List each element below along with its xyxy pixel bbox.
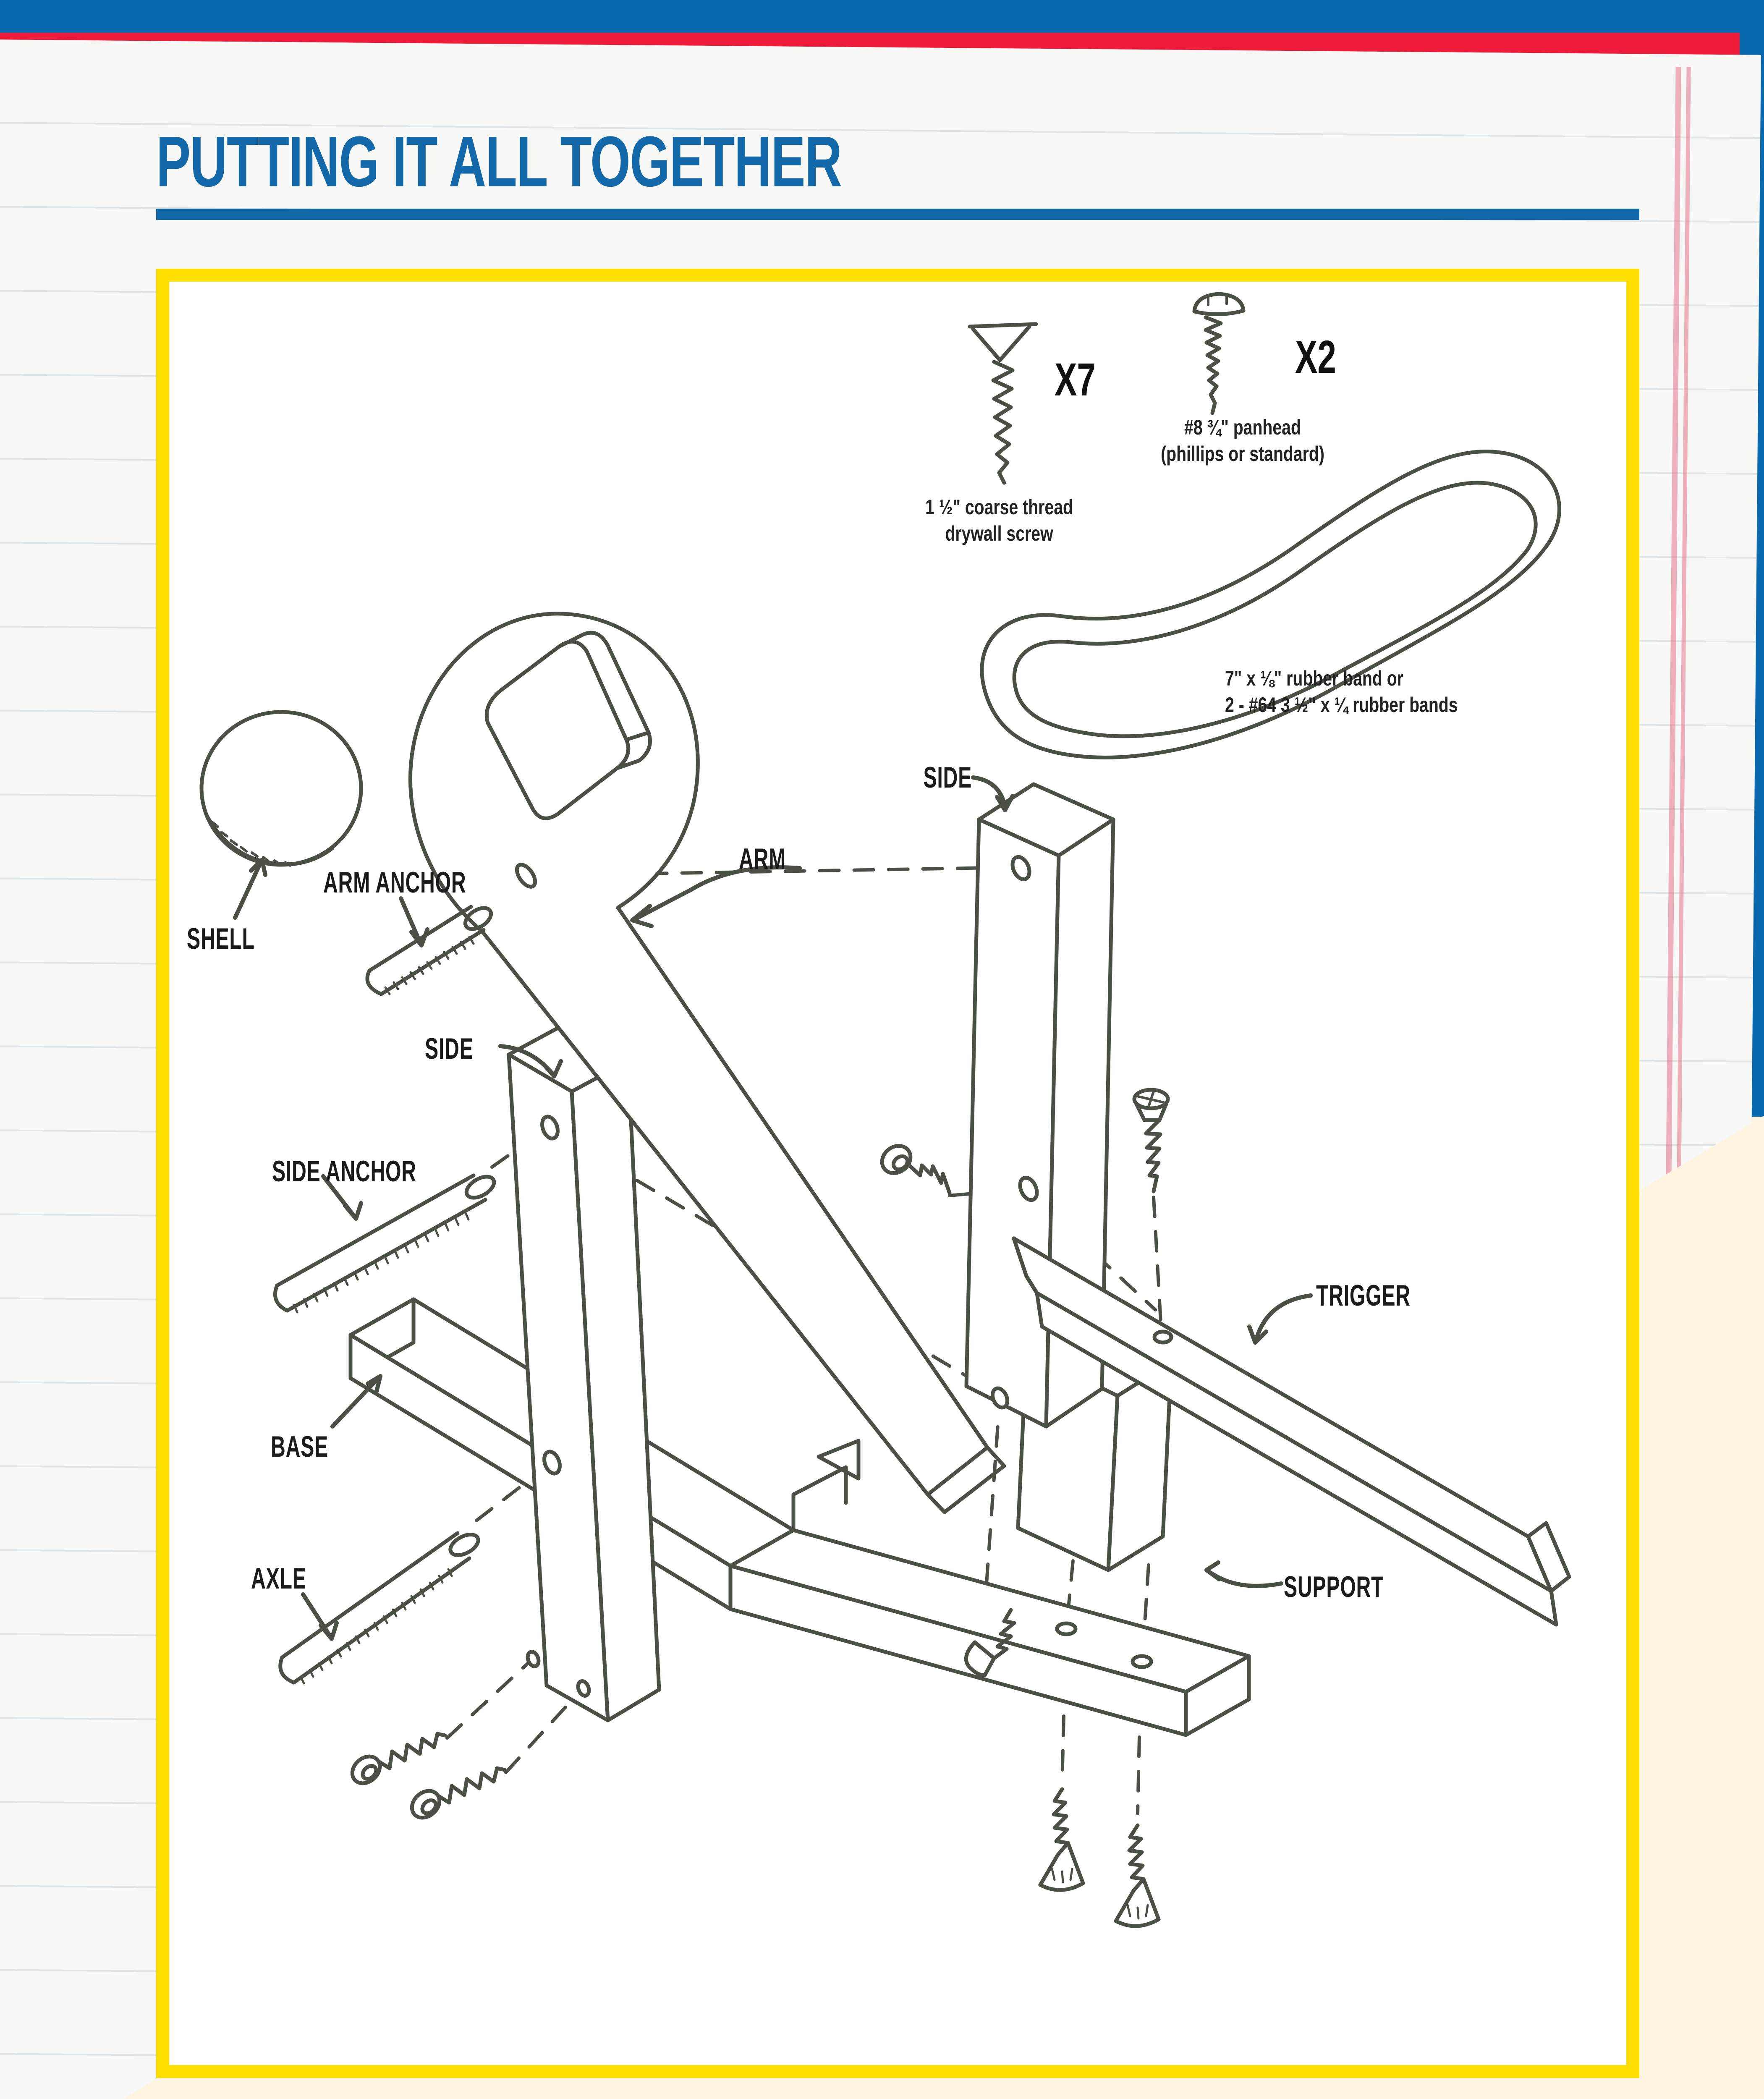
- title-underline-rule: [156, 209, 1639, 220]
- shell-drawing: [199, 710, 363, 867]
- callout-arrows: [233, 775, 1313, 1641]
- base-arrow: [330, 1376, 381, 1429]
- arm-arrow: [633, 865, 802, 921]
- label-side-anchor: SIDE ANCHOR: [272, 1155, 416, 1188]
- assembly-screw-left-of-post: [880, 1144, 952, 1195]
- page-title: PUTTING IT ALL TOGETHER: [156, 122, 842, 202]
- axle-drawing: [278, 1531, 480, 1685]
- base-screw-2: [1114, 1823, 1161, 1928]
- x2-caption-line1: #8 ¾" panhead: [1184, 416, 1301, 440]
- top-blue-bar: [0, 0, 1764, 33]
- bottom-left-screw-2: [410, 1766, 507, 1820]
- trigger-arrow: [1254, 1293, 1313, 1342]
- assembly-screw-above-trigger: [1132, 1088, 1170, 1193]
- label-axle: AXLE: [251, 1562, 306, 1595]
- assembly-screw-at-post-bottom: [964, 1608, 1016, 1677]
- label-arm-anchor: ARM ANCHOR: [323, 866, 466, 899]
- rubber-band-drawing: [980, 449, 1561, 759]
- x7-caption: 1 ½" coarse thread drywall screw: [912, 495, 1086, 547]
- label-base: BASE: [271, 1430, 328, 1463]
- label-support: SUPPORT: [1284, 1570, 1384, 1604]
- rubber-band-caption-line2: 2 - #64 3 ½" x ¼ rubber bands: [1225, 694, 1458, 717]
- x7-qty-label: X7: [1055, 354, 1096, 406]
- label-side-left: SIDE: [425, 1032, 474, 1065]
- base-screw-1: [1038, 1787, 1085, 1892]
- x7-caption-line2: drywall screw: [945, 522, 1053, 546]
- side-top-arrow: [971, 775, 1007, 807]
- x2-caption: #8 ¾" panhead (phillips or standard): [1149, 415, 1337, 468]
- x7-caption-line1: 1 ½" coarse thread: [925, 496, 1073, 519]
- x2-screw-drawing: [1192, 292, 1246, 415]
- rubber-band-caption: 7" x ⅛" rubber band or 2 - #64 3 ½" x ¼ …: [1225, 666, 1458, 719]
- bottom-left-screw-1: [350, 1732, 447, 1785]
- label-trigger: TRIGGER: [1316, 1279, 1411, 1312]
- x7-screw-drawing: [968, 322, 1038, 485]
- arm-anchor-arrow: [399, 896, 423, 946]
- side-left-drawing: [507, 1022, 661, 1722]
- trigger-drawing: [1012, 1236, 1571, 1627]
- label-arm: ARM: [739, 843, 786, 876]
- label-side-top: SIDE: [923, 761, 972, 794]
- rubber-band-caption-line1: 7" x ⅛" rubber band or: [1225, 667, 1403, 691]
- label-shell: SHELL: [187, 922, 255, 955]
- x2-caption-line2: (phillips or standard): [1161, 442, 1324, 466]
- arm-drawing: [408, 612, 1006, 1514]
- shell-arrow: [233, 859, 263, 920]
- x2-qty-label: X2: [1295, 331, 1336, 383]
- side-anchor-drawing: [273, 1173, 496, 1314]
